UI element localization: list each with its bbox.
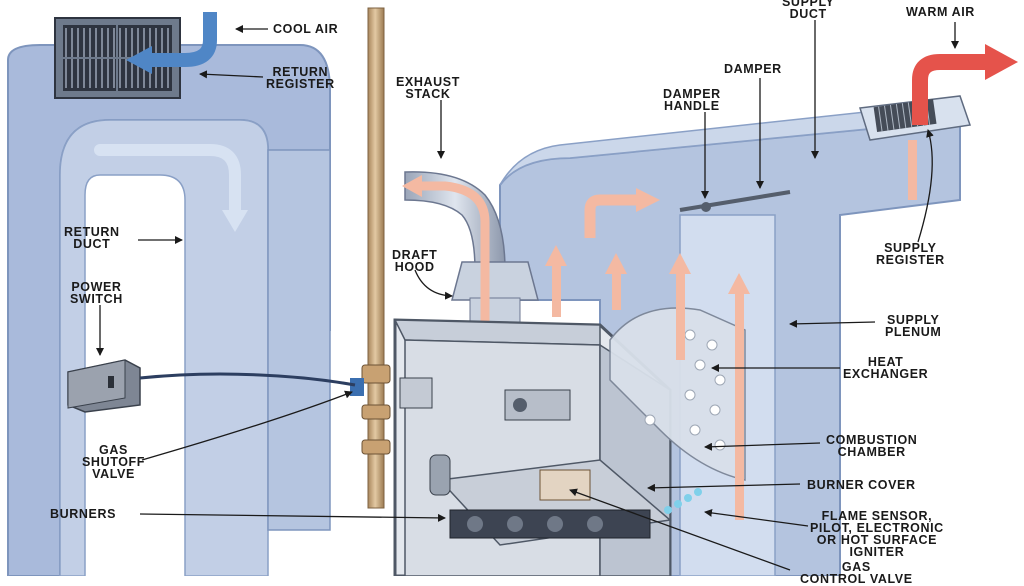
- label-line: CONTROL VALVE: [800, 572, 913, 586]
- label-line: OR HOT SURFACE: [816, 533, 938, 547]
- label-line: IGNITER: [849, 545, 905, 559]
- cool-air-arrow: [126, 12, 217, 74]
- label-exhaust-stack: EXHAUST STACK: [396, 75, 460, 101]
- label-draft-hood: DRAFT HOOD: [392, 248, 438, 274]
- label-line: VALVE: [92, 467, 135, 481]
- label-power-switch: POWER SWITCH: [70, 280, 123, 306]
- label-line: SUPPLY: [884, 241, 937, 255]
- label-supply-register: SUPPLY REGISTER: [876, 241, 945, 267]
- warm-air-arrow: [912, 44, 1018, 125]
- label-line: DUCT: [73, 237, 111, 251]
- label-line: HANDLE: [664, 99, 720, 113]
- label-line: DRAFT: [392, 248, 438, 262]
- label-line: REGISTER: [266, 77, 335, 91]
- label-line: GAS: [99, 443, 128, 457]
- label-burners: BURNERS: [50, 507, 117, 521]
- label-cool-air: COOL AIR: [273, 22, 339, 36]
- label-line: HOOD: [394, 260, 435, 274]
- label-line: PILOT, ELECTRONIC: [810, 521, 944, 535]
- label-return-register: RETURN REGISTER: [266, 65, 335, 91]
- warm-air-flow-arrows: [545, 140, 917, 520]
- label-combustion-chamber: COMBUSTION CHAMBER: [826, 433, 918, 459]
- label-line: STACK: [405, 87, 451, 101]
- label-line: EXHAUST: [396, 75, 460, 89]
- label-line: REGISTER: [876, 253, 945, 267]
- heat-exchanger: [609, 307, 746, 514]
- leader-lines: [96, 20, 959, 571]
- label-damper-handle: DAMPER HANDLE: [663, 87, 721, 113]
- label-line: POWER: [71, 280, 122, 294]
- label-line: RETURN: [272, 65, 329, 79]
- power-switch-box: [67, 359, 356, 413]
- label-return-duct: RETURN DUCT: [64, 225, 120, 251]
- furnace-cabinet: [393, 318, 672, 576]
- label-warm-air: WARM AIR: [906, 5, 975, 19]
- label-heat-exchanger: HEAT EXCHANGER: [843, 355, 929, 381]
- label-line: DUCT: [789, 7, 827, 21]
- label-line: HEAT: [867, 355, 904, 369]
- label-damper: DAMPER: [724, 62, 782, 76]
- label-line: SHUTOFF: [82, 455, 145, 469]
- label-line: FLAME SENSOR,: [821, 509, 933, 523]
- label-supply-duct: SUPPLY DUCT: [782, 0, 834, 20]
- label-gas-control-valve: GAS CONTROL VALVE: [800, 560, 913, 586]
- label-line: RETURN: [64, 225, 120, 239]
- label-line: DAMPER: [663, 87, 721, 101]
- label-line: EXCHANGER: [843, 367, 929, 381]
- gas-pipe: [350, 7, 391, 509]
- label-supply-plenum: SUPPLY PLENUM: [885, 313, 942, 339]
- label-line: CHAMBER: [837, 445, 906, 459]
- label-line: PLENUM: [885, 325, 942, 339]
- return-duct: [7, 44, 331, 576]
- label-line: SWITCH: [70, 292, 123, 306]
- label-flame-sensor: FLAME SENSOR, PILOT, ELECTRONIC OR HOT S…: [810, 509, 944, 559]
- label-gas-shutoff-valve: GAS SHUTOFF VALVE: [82, 443, 145, 481]
- label-burner-cover: BURNER COVER: [807, 478, 916, 492]
- label-line: SUPPLY: [782, 0, 835, 9]
- label-line: GAS: [841, 560, 871, 574]
- label-line: COMBUSTION: [826, 433, 918, 447]
- label-line: SUPPLY: [886, 313, 940, 327]
